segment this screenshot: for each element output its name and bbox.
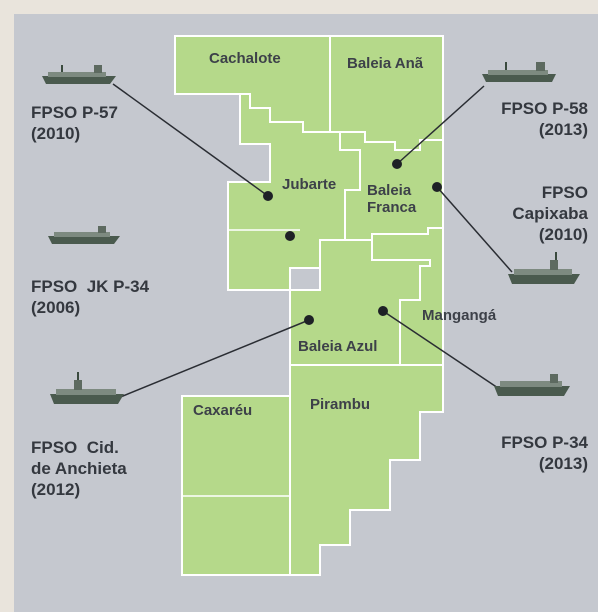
connector-p58 xyxy=(396,85,485,165)
fpso-name-p34: FPSO P-34 xyxy=(501,433,588,452)
fpso-year-p34: (2013) xyxy=(538,454,588,473)
field-caxareu xyxy=(181,395,291,576)
fpso-label-p58: FPSO P-58 (2013) xyxy=(501,98,588,140)
connector-anchieta xyxy=(117,319,310,399)
marker-p58 xyxy=(392,159,402,169)
fpso-name-anchieta-line2: de Anchieta xyxy=(31,459,127,478)
field-label-pirambu: Pirambu xyxy=(310,396,371,413)
connector-p34 xyxy=(382,310,499,389)
marker-p34 xyxy=(378,306,388,316)
fpso-name-capixaba-line1: FPSO xyxy=(541,183,588,202)
fpso-label-anchieta: FPSO Cid. de Anchieta (2012) xyxy=(31,437,127,500)
field-label-caxareu: Caxaréu xyxy=(193,402,253,419)
ship-icon-anchieta xyxy=(50,372,124,404)
fpso-name-p58: FPSO P-58 xyxy=(501,99,588,118)
ship-icon-capixaba xyxy=(508,252,580,284)
marker-jk-p34 xyxy=(285,231,295,241)
fpso-name-capixaba-line2: Capixaba xyxy=(512,204,588,223)
field-label-baleia-azul: Baleia Azul xyxy=(298,338,378,355)
ship-icon-p58 xyxy=(482,62,556,82)
marker-capixaba xyxy=(432,182,442,192)
fpso-year-jk-p34: (2006) xyxy=(31,298,81,317)
fpso-name-jk-p34: FPSO JK P-34 xyxy=(31,277,150,296)
connector-p57 xyxy=(112,83,269,197)
marker-anchieta xyxy=(304,315,314,325)
fpso-label-jk-p34: FPSO JK P-34 (2006) xyxy=(31,276,149,318)
field-label-jubarte: Jubarte xyxy=(282,176,337,193)
field-pirambu xyxy=(289,364,444,576)
field-baleia-azul xyxy=(289,239,431,366)
fpso-name-p57: FPSO P-57 xyxy=(31,103,118,122)
marker-p57 xyxy=(263,191,273,201)
field-label-mangangá: Mangangá xyxy=(422,307,497,324)
fpso-year-anchieta: (2012) xyxy=(31,480,81,499)
fpso-year-p58: (2013) xyxy=(538,120,588,139)
ship-icon-p57 xyxy=(42,65,116,84)
fpso-year-p57: (2010) xyxy=(31,124,81,143)
fpso-name-anchieta-line1: FPSO Cid. xyxy=(31,438,119,457)
field-label-baleia-franca: Baleia Franca xyxy=(367,182,417,216)
fpso-year-capixaba: (2010) xyxy=(538,225,588,244)
ship-icon-p34 xyxy=(494,374,570,396)
ship-icon-jk-p34 xyxy=(48,226,120,244)
fpso-label-capixaba: FPSO Capixaba (2010) xyxy=(512,182,588,245)
fpso-label-p34: FPSO P-34 (2013) xyxy=(501,432,588,474)
field-label-cachalote: Cachalote xyxy=(209,50,281,67)
field-label-baleia-ana: Baleia Anã xyxy=(347,55,424,72)
fpso-label-p57: FPSO P-57 (2010) xyxy=(31,102,118,144)
connector-capixaba xyxy=(436,186,513,273)
